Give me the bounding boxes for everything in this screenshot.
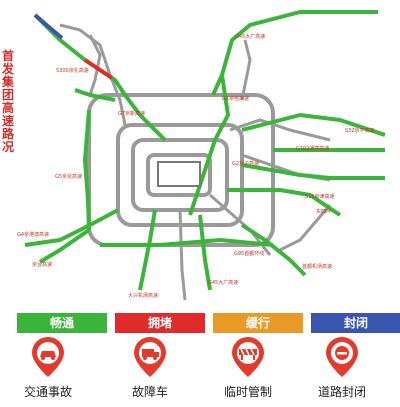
label-g4: G4京港澳高速 (17, 231, 49, 238)
label-g7: G7京新高速 (118, 110, 145, 117)
road-closure-icon (326, 337, 358, 377)
green-g95-south (100, 238, 274, 247)
label-g45: G45大广高速 (235, 33, 265, 40)
green-west-link (38, 228, 91, 264)
gray-route-south (178, 209, 187, 301)
label-g1: G1京哈高速 (222, 95, 249, 102)
broken-down-vehicle-icon (134, 337, 166, 377)
label-s300: S300京礼高速 (56, 67, 89, 74)
gray-route-airport (240, 39, 252, 101)
green-s32 (241, 113, 386, 137)
red-segment-g6 (83, 58, 114, 80)
green-g4 (138, 209, 157, 291)
green-se (240, 223, 307, 277)
label-s32: S32京平高速 (345, 127, 375, 134)
blue-segment-nw (33, 13, 64, 40)
green-g95-west (83, 109, 91, 231)
second-ring-road (146, 153, 212, 197)
city-center (157, 161, 201, 187)
green-g7 (74, 88, 116, 102)
label-g95: G95首都环线 (234, 250, 264, 257)
label-g45b: G45大广高速 (208, 279, 238, 286)
label-daxing: 大兴机场高速 (128, 292, 158, 299)
legend-closed: 封闭 (311, 313, 400, 333)
temporary-control-icon (232, 337, 264, 377)
page-title: 首发集团高速路况 (1, 49, 14, 154)
green-g2 (227, 188, 342, 217)
gray-route-ne2 (229, 118, 331, 142)
highway-map: S300京礼高速 G7京新高速 G45大广高速 G1京哈高速 S32京平高速 G… (17, 10, 386, 301)
label-g2: G2京沪高速 (232, 160, 259, 167)
green-south-exit (198, 214, 212, 291)
green-sw (24, 208, 119, 247)
label-s15b: 京台高速 (32, 261, 52, 268)
legend-smooth: 畅通 (17, 313, 107, 333)
label-accident: 交通事故 (23, 385, 72, 399)
traffic-accident-icon (32, 337, 64, 377)
green-g1 (188, 74, 230, 216)
label-g5: G5京昆高速 (55, 173, 82, 180)
label-closure: 道路封闭 (317, 385, 366, 399)
green-g102 (241, 163, 385, 180)
label-s15: S15京津高速 (305, 193, 335, 200)
label-g102: G102通燕高速 (296, 145, 329, 152)
gray-route-nw (59, 23, 127, 126)
gray-route-e3 (279, 204, 332, 252)
label-jichang: 首都机场高速 (302, 263, 332, 270)
legend-slow: 缓行 (213, 313, 303, 333)
label-control: 临时管制 (223, 385, 272, 399)
legend-congested: 拥堵 (115, 313, 205, 333)
label-dongsi: 东四环 (316, 208, 331, 215)
green-g45-north (211, 10, 378, 96)
label-breakdown: 故障车 (131, 385, 168, 399)
